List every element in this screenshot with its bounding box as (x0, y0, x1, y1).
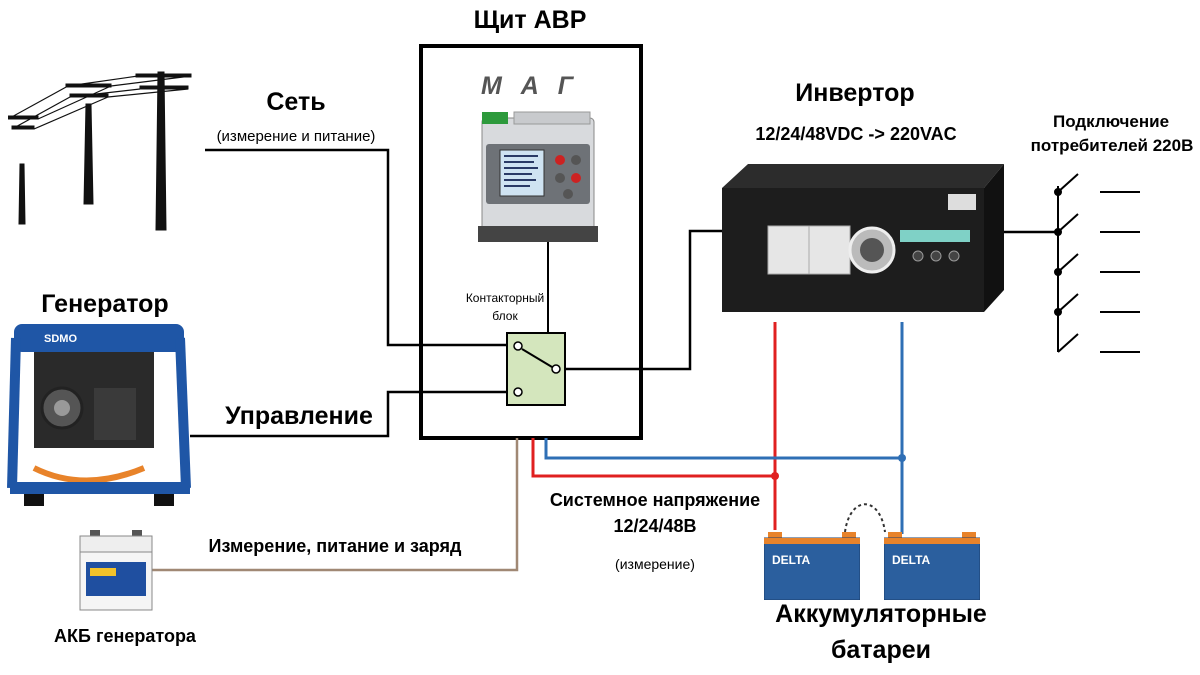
battery-2-device: DELTA (884, 532, 980, 600)
battery-2-brand: DELTA (892, 553, 931, 567)
contactor-label-2: блок (492, 309, 518, 323)
inverter-label: Инвертор (795, 79, 915, 107)
batteries-label-2: батареи (830, 636, 932, 664)
controller-name: М А Г (480, 72, 580, 100)
battery-jumper (844, 503, 886, 533)
contactor-label: Контакторный (465, 291, 545, 305)
inverter-input-wire (564, 229, 722, 371)
control-wire (190, 390, 516, 438)
grid-wire (205, 148, 516, 347)
positive-wire (531, 438, 777, 530)
power-line-icon (8, 71, 192, 231)
inverter-spec: 12/24/48VDC -> 220VAC (755, 124, 957, 144)
consumers-label-2: потребителей 220В (1030, 136, 1194, 155)
mag-controller-device (478, 111, 598, 242)
contactor-block (506, 332, 566, 406)
generator-device: SDMO (7, 324, 191, 506)
inverter-device (722, 164, 1004, 312)
generator-battery-device (79, 530, 153, 611)
measurement-label: (измерение) (615, 556, 695, 572)
svg-text:SDMO: SDMO (44, 333, 77, 345)
avr-panel-title: Щит АВР (473, 6, 587, 34)
consumer-switches (1054, 173, 1140, 353)
control-label: Управление (225, 402, 373, 430)
measure-charge-label: Измерение, питание и заряд (208, 536, 462, 556)
measure-charge-wire (152, 438, 519, 572)
grid-sublabel: (измерение и питание) (216, 128, 376, 145)
grid-label: Сеть (266, 88, 326, 116)
system-voltage-label: Системное напряжение (549, 490, 761, 510)
batteries-label: Аккумуляторные (775, 600, 987, 628)
battery-1-device: DELTA (764, 532, 860, 600)
system-voltage-value: 12/24/48В (613, 516, 697, 536)
consumers-label: Подключение (1052, 112, 1170, 131)
avr-panel-frame (419, 44, 643, 440)
negative-wire (544, 438, 902, 460)
gen-battery-label: АКБ генератора (54, 626, 196, 646)
generator-label: Генератор (41, 290, 169, 318)
battery-1-brand: DELTA (772, 553, 811, 567)
